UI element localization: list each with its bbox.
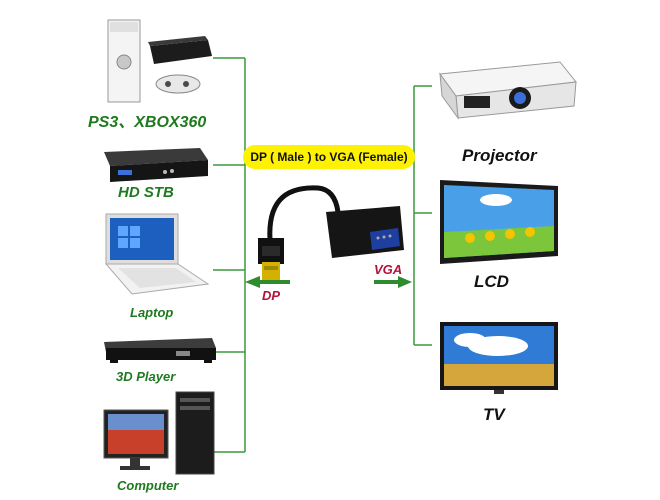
output-label-lcd: LCD: [474, 272, 509, 291]
lcd-monitor-icon: [440, 180, 558, 264]
game-console-icon: [107, 19, 212, 103]
output-label-projector: Projector: [462, 146, 537, 165]
input-label-console: PS3、XBOX360: [88, 114, 207, 131]
projector-icon: [439, 61, 577, 120]
dp-label: DP: [262, 288, 281, 303]
input-label-computer: Computer: [117, 478, 179, 493]
dp-to-vga-adapter-icon: [258, 185, 404, 280]
output-label-tv: TV: [483, 405, 505, 424]
input-label-player: 3D Player: [116, 369, 176, 384]
set-top-box-icon: [104, 148, 208, 182]
dvd-player-icon: [104, 338, 216, 363]
vga-label: VGA: [374, 262, 403, 277]
input-label-stb: HD STB: [118, 184, 174, 201]
computer-icon: [103, 391, 215, 475]
dp-arrow-icon: [245, 276, 290, 288]
vga-arrow-icon: [374, 276, 412, 288]
laptop-icon: [104, 213, 210, 295]
input-label-laptop: Laptop: [130, 305, 174, 320]
tv-icon: [440, 322, 558, 394]
adapter-title-banner: DP ( Male ) to VGA (Female): [243, 145, 415, 169]
